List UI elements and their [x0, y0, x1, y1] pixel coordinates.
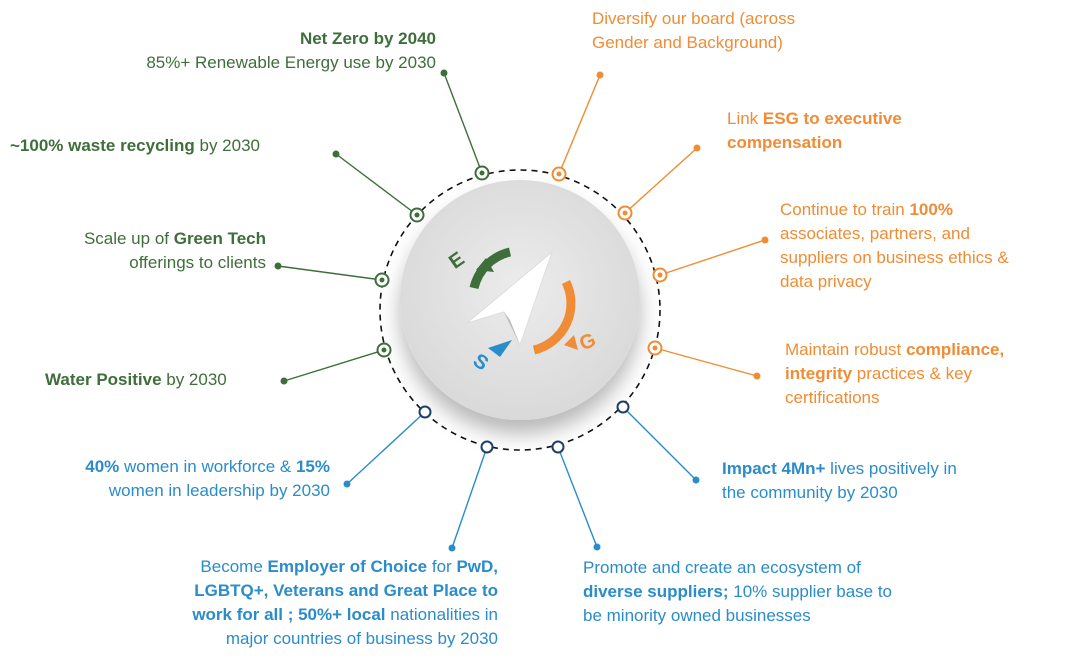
- social-employer-of-choice: Become Employer of Choice for PwD, LGBTQ…: [192, 557, 498, 648]
- social-impact-lives: Impact 4Mn+ lives positively in the comm…: [722, 459, 957, 502]
- env-green-tech: Scale up of Green Tech offerings to clie…: [83, 229, 266, 272]
- dashed-ring: [379, 169, 661, 451]
- environment-connectors: [277, 72, 483, 382]
- env-water-positive: Water Positive by 2030: [45, 370, 227, 389]
- environment-node-icons: [274, 69, 490, 385]
- gov-diversify-board: Diversify our board (across Gender and B…: [592, 9, 796, 52]
- social-women-workforce: 40% women in workforce & 15% women in le…: [85, 457, 330, 500]
- gov-train-associates: Continue to train 100% associates, partn…: [780, 200, 1009, 291]
- social-diverse-suppliers: Promote and create an ecosystem of diver…: [583, 558, 893, 625]
- gov-compliance: Maintain robust compliance, integrity pr…: [785, 340, 1005, 407]
- env-net-zero: Net Zero by 2040 85%+ Renewable Energy u…: [146, 29, 436, 72]
- governance-connectors: [558, 74, 766, 377]
- governance-node-icons: [551, 71, 769, 380]
- social-connectors: [346, 406, 697, 549]
- env-waste-recycling: ~100% waste recycling by 2030: [10, 136, 260, 155]
- gov-esg-compensation: Link ESG to executive compensation: [727, 109, 902, 152]
- social-node-icons: [343, 400, 700, 552]
